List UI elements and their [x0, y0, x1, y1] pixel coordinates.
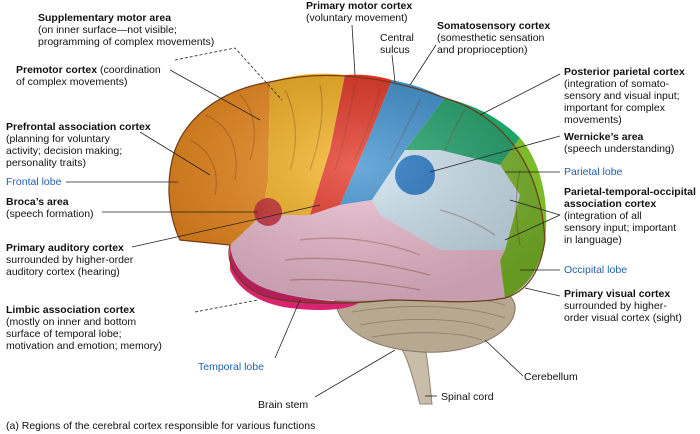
label-desc: sensory input; important [564, 222, 677, 234]
leader-visual [524, 287, 561, 297]
label-desc: of complex movements) [16, 76, 128, 88]
leader-posterior-parietal [479, 73, 561, 116]
label-title: Limbic association cortex [6, 304, 135, 316]
label-title: Somatosensory cortex [437, 20, 551, 32]
label-desc: (speech formation) [6, 208, 94, 220]
label-limbic: Limbic association cortex (mostly on inn… [6, 304, 162, 352]
label-desc: Cerebellum [524, 371, 578, 383]
label-desc: order visual cortex (sight) [564, 312, 682, 324]
label-desc: (on inner surface—not visible; [38, 24, 177, 36]
leader-motor [351, 24, 356, 76]
label-desc: sulcus [380, 44, 410, 56]
label-desc: in language) [564, 234, 622, 246]
label-desc: (coordination [97, 64, 161, 76]
label-central-sulcus: Central sulcus [380, 32, 414, 56]
leader-auditory [131, 204, 321, 248]
leader-somatosensory [409, 44, 437, 86]
label-desc: (integration of all [564, 210, 642, 222]
label-desc: sensory and visual input; [564, 90, 680, 102]
leader-premotor [169, 69, 261, 121]
leader-ptoa [504, 199, 561, 241]
label-desc: Spinal cord [441, 391, 494, 403]
label-desc: Frontal lobe [6, 176, 62, 188]
label-premotor: Premotor cortex (coordination of complex… [16, 64, 161, 88]
label-desc: Central [380, 32, 414, 44]
label-primary-motor: Primary motor cortex (voluntary movement… [306, 0, 412, 24]
label-title: Prefrontal association cortex [6, 121, 151, 133]
label-desc: surrounded by higher- [564, 300, 667, 312]
label-title: Primary auditory cortex [6, 242, 124, 254]
figure-caption: (a) Regions of the cerebral cortex respo… [6, 420, 316, 432]
label-desc: auditory cortex (hearing) [6, 266, 120, 278]
label-title: Posterior parietal cortex [564, 66, 685, 78]
label-ptoa: Parietal-temporal-occipital association … [564, 186, 696, 246]
label-desc: surface of temporal lobe; [6, 328, 122, 340]
label-desc: (mostly on inner and bottom [6, 316, 137, 328]
label-cerebellum: Cerebellum [524, 371, 578, 383]
label-title: Premotor cortex [16, 64, 98, 76]
label-desc: (speech understanding) [564, 143, 675, 155]
leader-limbic [194, 299, 259, 313]
label-broca: Broca’s area (speech formation) [6, 196, 94, 220]
label-desc: motivation and emotion; memory) [6, 340, 162, 352]
label-wernicke: Wernicke’s area (speech understanding) [564, 131, 674, 155]
leader-temporal-lobe [274, 299, 301, 359]
label-title: Supplementary motor area [38, 12, 172, 24]
label-desc: personality traits) [6, 157, 86, 169]
label-somatosensory: Somatosensory cortex (somesthetic sensat… [437, 20, 550, 56]
leader-cerebellum [484, 339, 524, 377]
label-desc: important for complex [564, 102, 665, 114]
label-desc: surrounded by higher-order [6, 254, 134, 266]
label-desc: Parietal lobe [564, 166, 623, 178]
label-temporal-lobe: Temporal lobe [198, 361, 264, 373]
leader-prefrontal [139, 131, 211, 176]
label-title: Wernicke’s area [564, 131, 644, 143]
label-supplementary-motor: Supplementary motor area (on inner surfa… [38, 12, 214, 48]
label-primary-auditory: Primary auditory cortex surrounded by hi… [6, 242, 133, 278]
label-prefrontal: Prefrontal association cortex (planning … [6, 121, 151, 169]
label-title: Primary motor cortex [306, 0, 413, 12]
leader-supplementary [174, 47, 283, 101]
label-desc: Temporal lobe [198, 361, 264, 373]
label-desc: activity; decision making; [6, 145, 123, 157]
leader-wernicke [429, 135, 561, 173]
label-desc: Occipital lobe [564, 264, 628, 276]
leader-central-sulcus [391, 54, 396, 83]
label-title: association cortex [564, 198, 657, 210]
label-occipital-lobe: Occipital lobe [564, 264, 627, 276]
label-posterior-parietal: Posterior parietal cortex (integration o… [564, 66, 685, 126]
label-title: Broca’s area [6, 196, 69, 208]
label-title: Parietal-temporal-occipital [564, 186, 696, 198]
label-desc: (planning for voluntary [6, 133, 110, 145]
label-desc: Brain stem [258, 399, 309, 411]
label-parietal-lobe: Parietal lobe [564, 166, 622, 178]
label-brain-stem: Brain stem [258, 399, 308, 411]
label-title: Primary visual cortex [564, 288, 671, 300]
label-desc: (somesthetic sensation [437, 32, 545, 44]
label-spinal-cord: Spinal cord [441, 391, 494, 403]
label-desc: programming of complex movements) [38, 36, 215, 48]
label-desc: (voluntary movement) [306, 12, 408, 24]
label-desc: movements) [564, 114, 622, 126]
label-desc: (integration of somato- [564, 78, 670, 90]
label-desc: and proprioception) [437, 44, 528, 56]
label-frontal-lobe: Frontal lobe [6, 176, 61, 188]
leader-brain-stem [314, 349, 396, 398]
label-primary-visual: Primary visual cortex surrounded by high… [564, 288, 682, 324]
